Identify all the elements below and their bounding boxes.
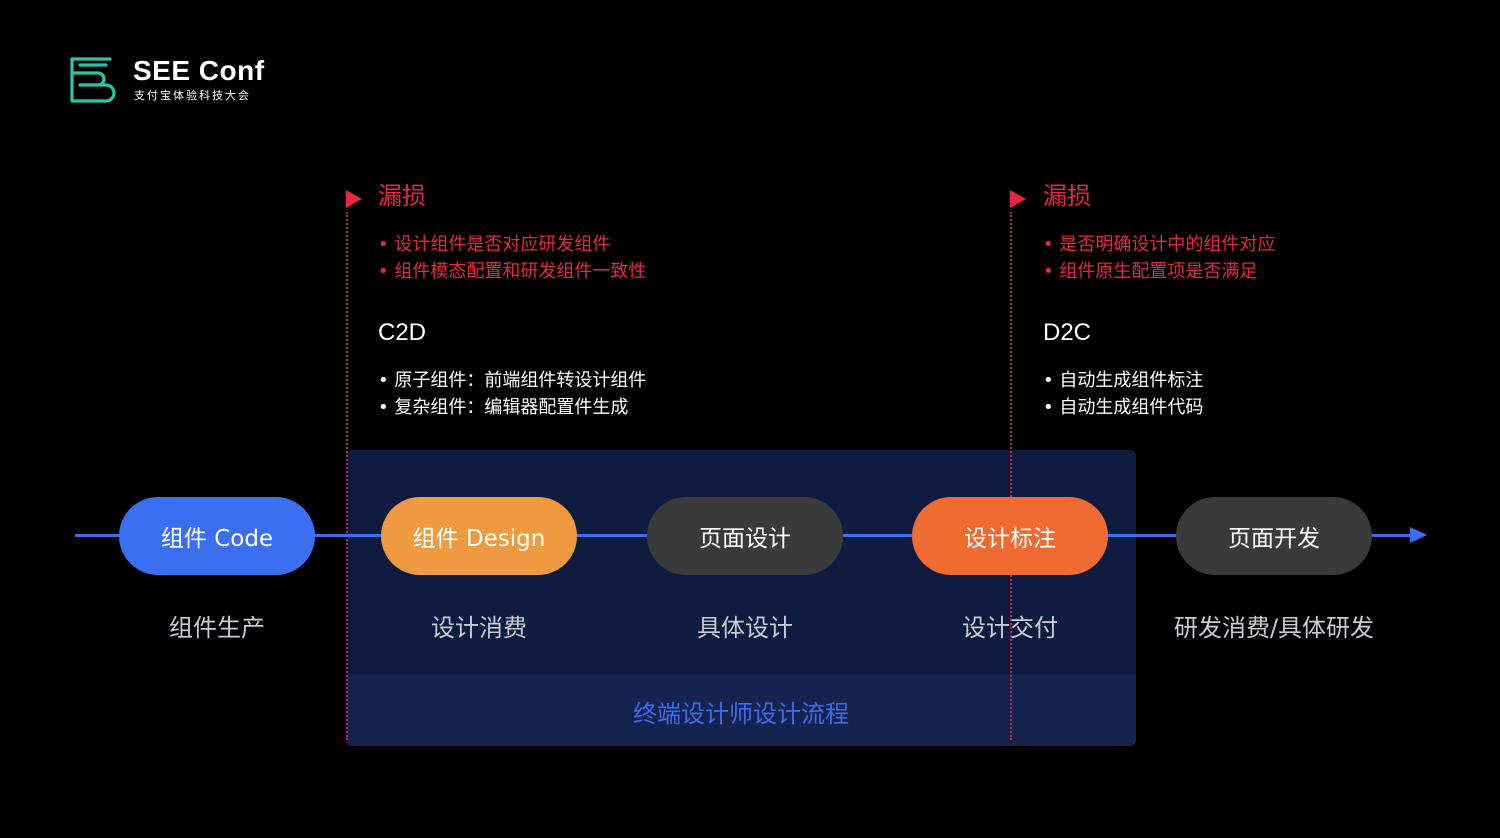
d2c-title: D2C	[1043, 319, 1092, 346]
d2c-loss-item: • 是否明确设计中的组件对应	[1043, 234, 1276, 255]
c2d-loss-item: • 设计组件是否对应研发组件	[378, 234, 611, 255]
stage-pill-component-design: 组件 Design	[381, 497, 577, 575]
c2d-item: • 复杂组件：编辑器配置件生成	[378, 397, 629, 418]
stage-pill-page-dev: 页面开发	[1176, 497, 1372, 575]
stage-pill-component-code: 组件 Code	[119, 497, 315, 575]
logo-subtitle: 支付宝体验科技大会	[134, 89, 251, 102]
stage-caption: 组件生产	[169, 614, 265, 642]
d2c-marker-line	[1010, 212, 1012, 740]
stage-pill-page-design: 页面设计	[647, 497, 843, 575]
c2d-title: C2D	[378, 319, 427, 346]
c2d-loss-title: 漏损	[378, 182, 426, 210]
c2d-loss-item: • 组件模态配置和研发组件一致性	[378, 261, 647, 282]
logo-title: SEE Conf	[133, 55, 265, 86]
d2c-loss-title: 漏损	[1043, 182, 1091, 210]
d2c-loss-item: • 组件原生配置项是否满足	[1043, 261, 1258, 282]
designer-flow-label: 终端设计师设计流程	[633, 700, 849, 728]
c2d-marker-line	[346, 212, 348, 740]
c2d-marker-triangle-icon	[346, 190, 362, 208]
d2c-marker-triangle-icon	[1010, 190, 1026, 208]
stage-caption: 具体设计	[697, 614, 793, 642]
stage-caption: 设计交付	[962, 614, 1058, 642]
timeline-arrow-icon	[1410, 527, 1427, 543]
d2c-item: • 自动生成组件代码	[1043, 397, 1204, 418]
d2c-item: • 自动生成组件标注	[1043, 370, 1204, 391]
stage-caption: 设计消费	[431, 614, 527, 642]
stage-pill-design-annotation: 设计标注	[912, 497, 1108, 575]
c2d-item: • 原子组件：前端组件转设计组件	[378, 370, 647, 391]
stage-caption: 研发消费/具体研发	[1173, 614, 1375, 642]
designer-flow-band	[346, 674, 1136, 746]
see-conf-logo-icon	[70, 57, 116, 103]
